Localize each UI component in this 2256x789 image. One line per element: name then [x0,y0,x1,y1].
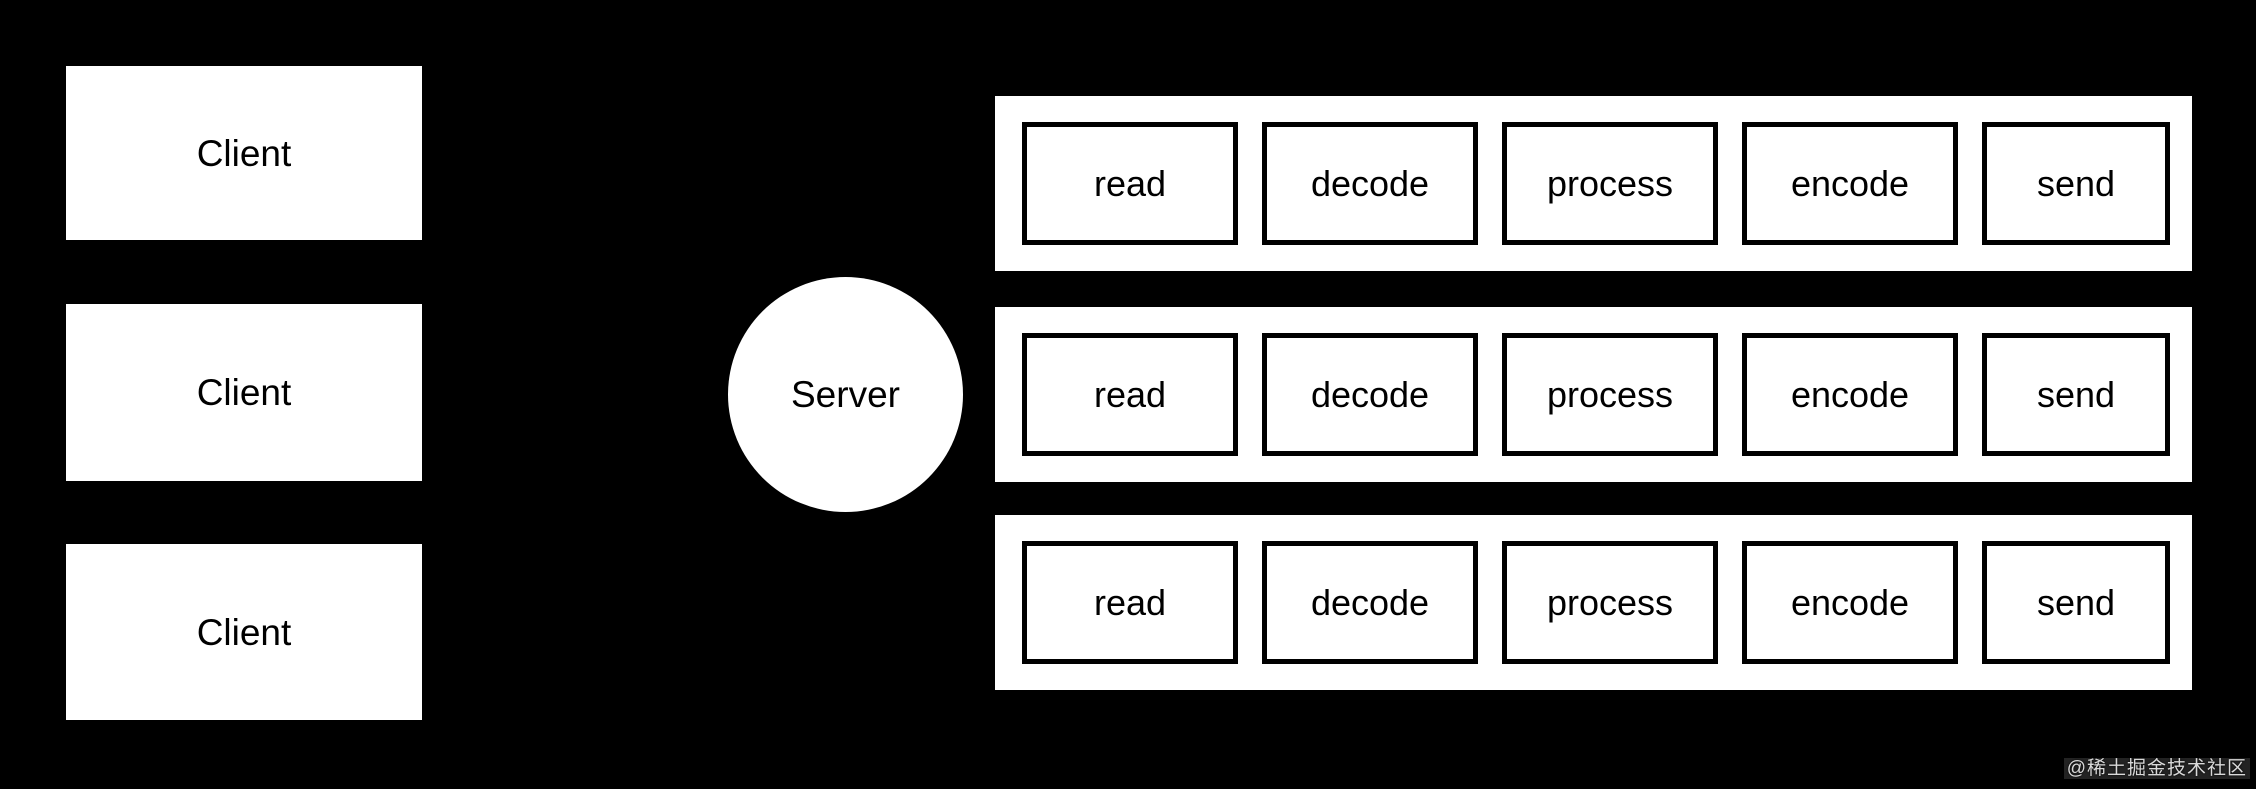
client-label: Client [196,372,292,413]
stage-label: process [1546,581,1674,623]
stage-read: read [1022,541,1238,664]
stage-label: process [1546,162,1674,204]
stage-label: decode [1310,162,1430,204]
client-label: Client [196,611,292,653]
stage-label: send [2036,373,2116,415]
stage-encode: encode [1742,122,1958,245]
stage-label: send [2036,162,2116,204]
stage-label: decode [1310,373,1430,415]
stage-label: read [1093,373,1167,415]
pipeline-row-1: read decode process encode send [995,96,2192,271]
stage-label: process [1546,373,1674,415]
client-label: Client [196,132,292,174]
stage-label: encode [1790,373,1910,415]
stage-decode: decode [1262,333,1478,456]
stage-encode: encode [1742,333,1958,456]
stage-label: read [1093,581,1167,623]
server-label: Server [791,374,900,415]
stage-label: encode [1790,162,1910,204]
stage-read: read [1022,122,1238,245]
client-box-2: Client [66,304,422,481]
stage-encode: encode [1742,541,1958,664]
stage-process: process [1502,541,1718,664]
stage-process: process [1502,122,1718,245]
stage-label: decode [1310,581,1430,623]
stage-label: read [1093,162,1167,204]
stage-decode: decode [1262,122,1478,245]
pipeline-row-3: read decode process encode send [995,515,2192,690]
stage-label: encode [1790,581,1910,623]
stage-process: process [1502,333,1718,456]
watermark: @稀土掘金技术社区 [2063,758,2250,779]
server-circle: Server [728,277,963,512]
stage-read: read [1022,333,1238,456]
client-box-3: Client [66,544,422,720]
stage-label: send [2036,581,2116,623]
pipeline-row-2: read decode process encode send [995,307,2192,482]
stage-send: send [1982,541,2170,664]
stage-send: send [1982,333,2170,456]
stage-send: send [1982,122,2170,245]
client-box-1: Client [66,66,422,240]
stage-decode: decode [1262,541,1478,664]
